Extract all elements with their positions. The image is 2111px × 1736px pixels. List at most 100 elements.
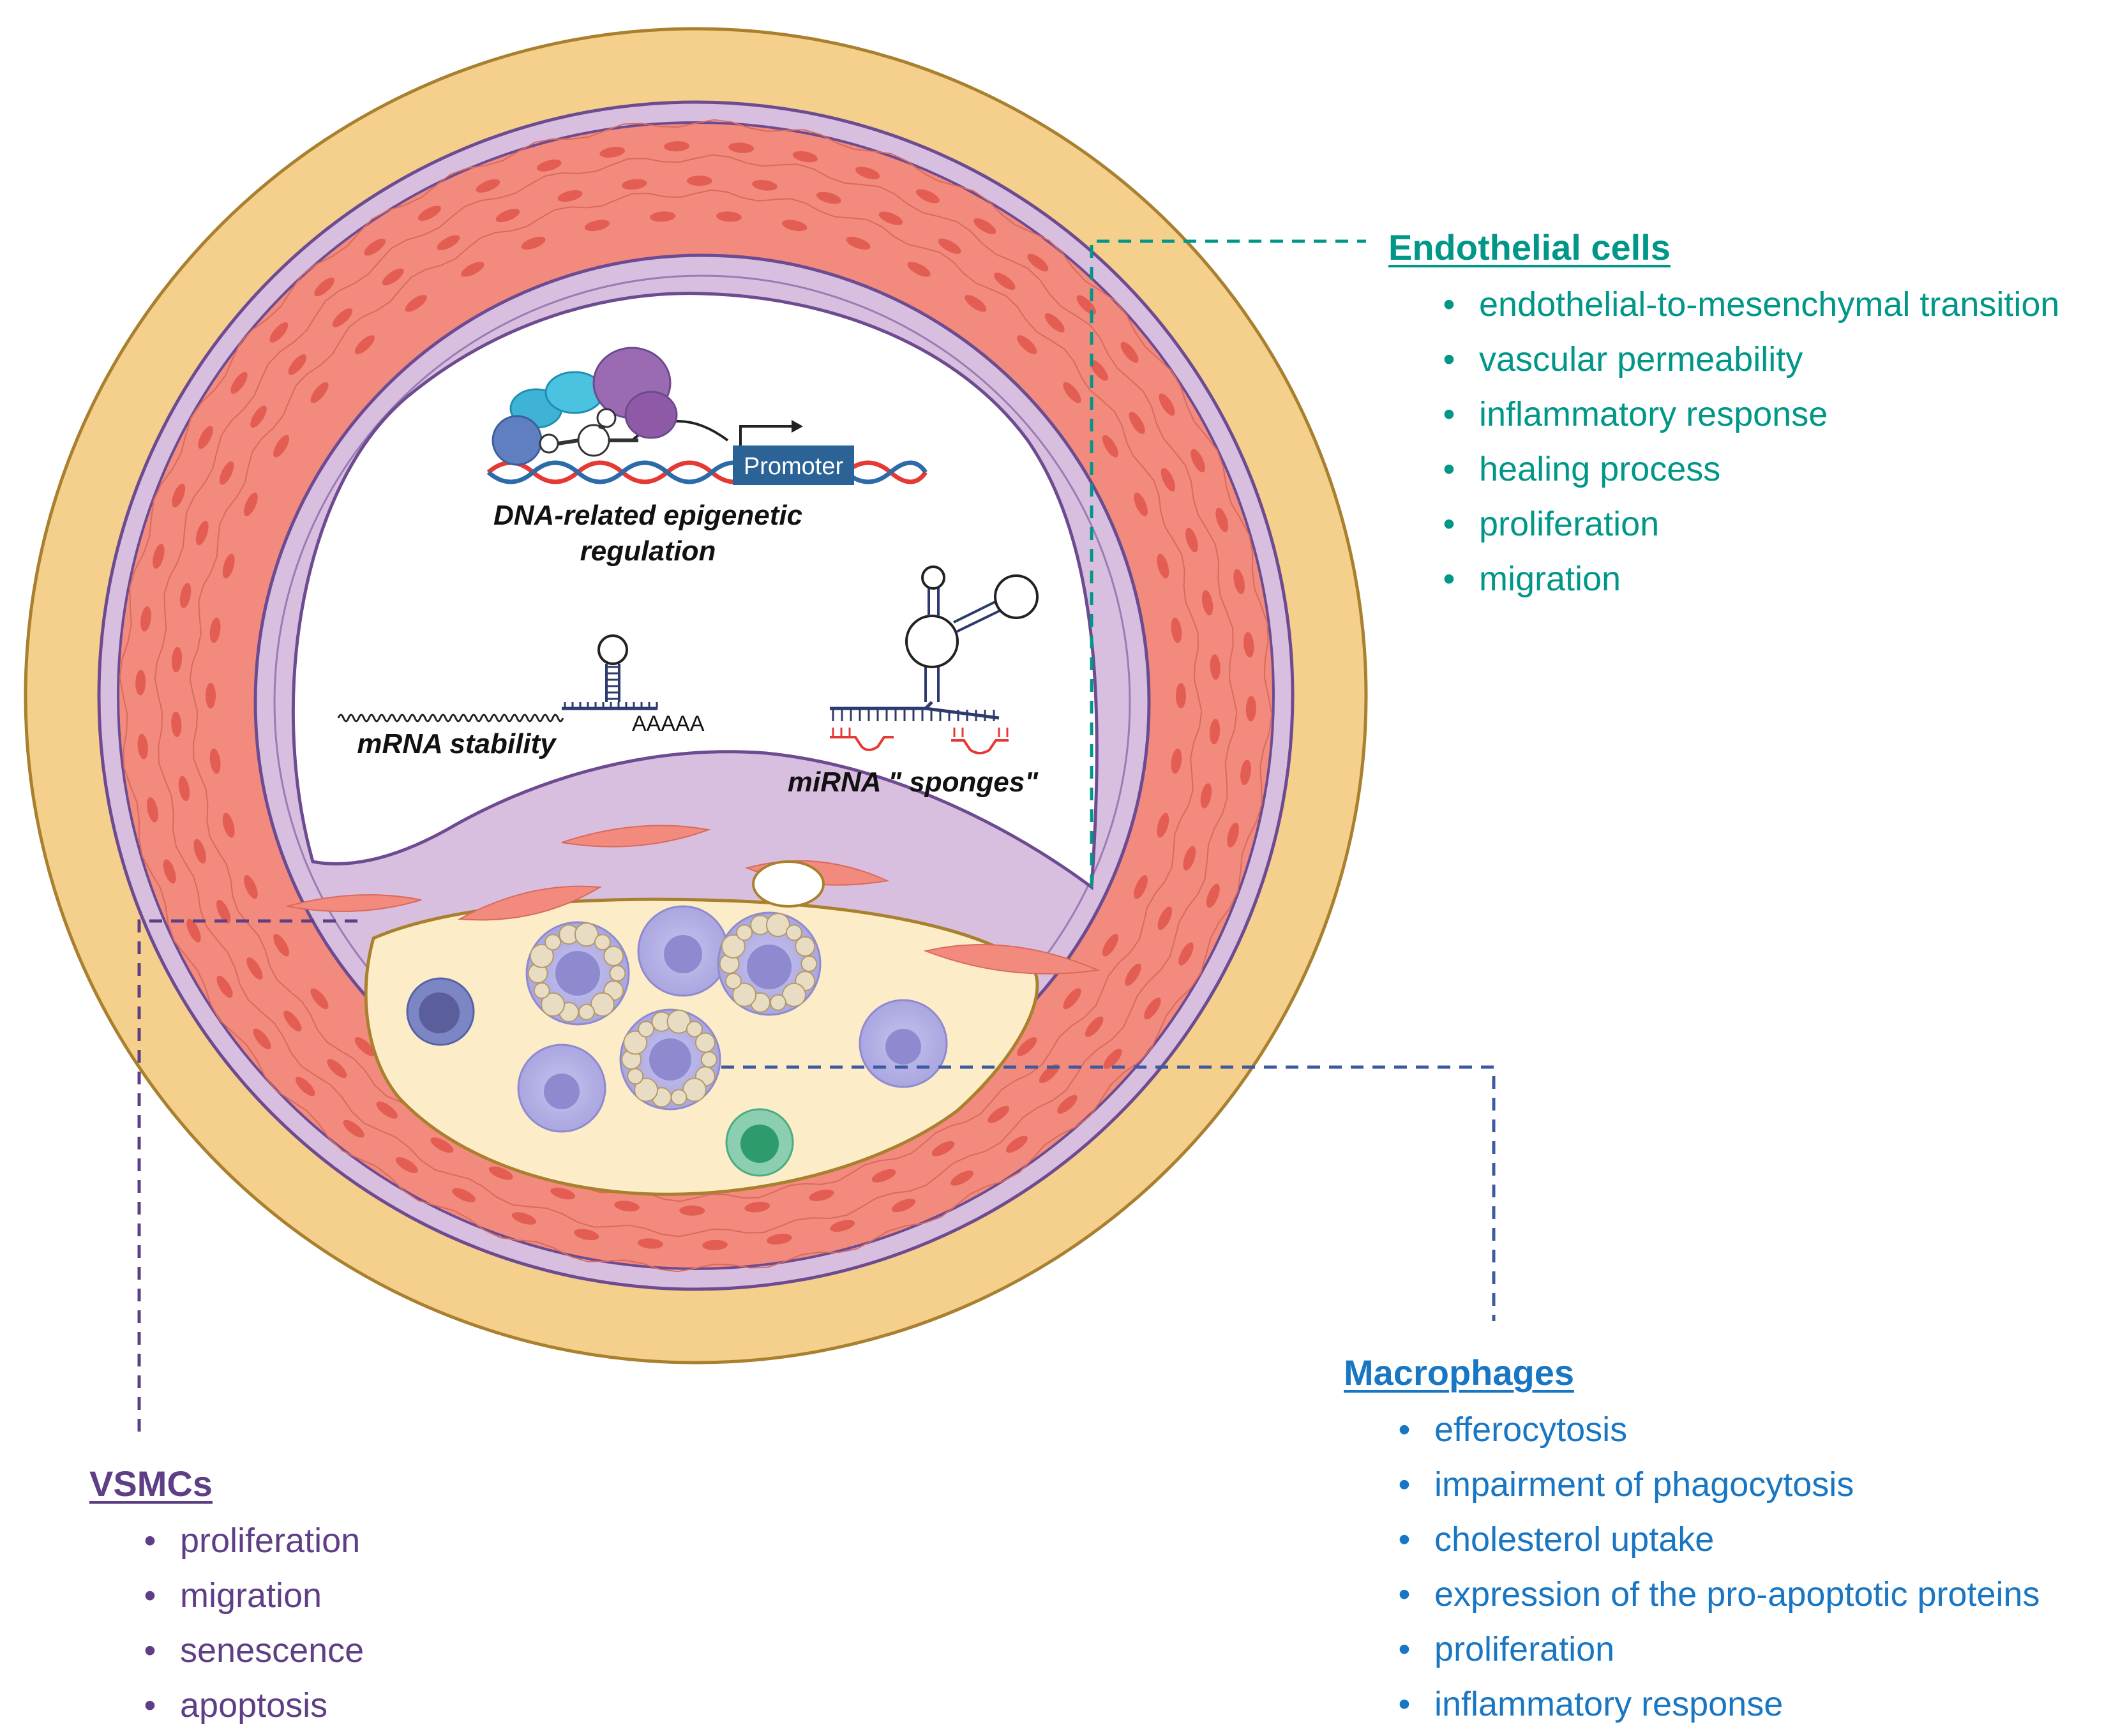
- cell-nucleus: [752, 179, 778, 191]
- cell-nucleus: [1183, 846, 1196, 871]
- lipid-droplet: [627, 1068, 644, 1085]
- cell-nucleus: [1027, 253, 1049, 272]
- cell-nucleus: [1090, 359, 1108, 381]
- mirna-sponge-structure: [830, 565, 1039, 754]
- cell-nucleus: [891, 1199, 916, 1213]
- list-item: inflammatory response: [1382, 1677, 2040, 1732]
- cell-nucleus: [283, 1010, 302, 1032]
- list-item: efferocytosis: [1382, 1402, 2040, 1457]
- dna-label-line2: regulation: [580, 535, 716, 567]
- cell-nucleus: [354, 335, 375, 354]
- lipid-droplet: [670, 1089, 687, 1106]
- macrophage: [637, 905, 729, 997]
- list-item: endothelial-to-mesenchymal transition: [1427, 277, 2059, 332]
- cell-nucleus: [728, 142, 755, 153]
- cell-nucleus: [253, 1028, 271, 1050]
- cell-nucleus: [1176, 683, 1186, 708]
- cell-nucleus: [1206, 883, 1220, 908]
- cell-nucleus: [1210, 654, 1221, 680]
- lipid-droplet: [695, 1032, 716, 1053]
- lipid-droplet: [533, 982, 550, 999]
- cell-nucleus: [246, 957, 263, 980]
- endothelial-panel: Endothelial cells endothelial-to-mesench…: [1388, 227, 2059, 606]
- lipid-droplet: [609, 965, 626, 982]
- cell-nucleus: [816, 191, 841, 204]
- dna-label-line1: DNA-related epigenetic: [493, 500, 802, 531]
- cell-nucleus: [1063, 988, 1081, 1010]
- list-item: inflammatory response: [1427, 387, 2059, 442]
- cell-nucleus: [1057, 1095, 1078, 1114]
- cell-nucleus: [209, 617, 221, 643]
- cell-nucleus: [584, 220, 610, 232]
- cell-nucleus: [1227, 822, 1239, 848]
- cell-nucleus: [310, 988, 329, 1010]
- cell-nucleus: [878, 211, 903, 225]
- cell-nucleus: [153, 544, 165, 569]
- transcription-arrowhead: [792, 420, 803, 433]
- cell-nucleus: [950, 1171, 974, 1186]
- macrophages-panel: Macrophages efferocytosis impairment of …: [1344, 1352, 2040, 1732]
- endothelial-cells: [287, 825, 1101, 975]
- cell-nucleus: [476, 179, 500, 193]
- cell-nucleus: [216, 975, 233, 998]
- cell-nucleus: [1039, 1064, 1060, 1083]
- cell-nucleus: [907, 262, 931, 277]
- lipid-droplets: [527, 913, 818, 1108]
- lipid-droplet: [623, 1030, 648, 1055]
- cell-nucleus: [1085, 1016, 1104, 1037]
- cell-nucleus: [988, 1105, 1010, 1123]
- cell-nucleus: [1134, 492, 1148, 516]
- list-item: migration: [128, 1568, 364, 1623]
- cell-nucleus: [332, 308, 353, 327]
- cell-nucleus: [1178, 942, 1194, 966]
- cell-nucleus: [405, 295, 427, 312]
- macrophage-leader-line: [721, 1065, 1496, 1321]
- cell-nucleus: [1201, 590, 1213, 616]
- cell-nucleus: [994, 273, 1016, 290]
- cell-nucleus: [1171, 617, 1182, 643]
- cell-nucleus: [1144, 998, 1161, 1020]
- cell-nucleus: [135, 670, 146, 696]
- list-item: proliferation: [1427, 497, 2059, 551]
- cell-border: [154, 154, 1238, 1238]
- cell-nucleus: [550, 1187, 576, 1200]
- lipid-droplet: [700, 1051, 717, 1068]
- list-item: healing process: [1427, 442, 2059, 497]
- macrophage: [859, 999, 948, 1088]
- cell-nucleus: [1233, 569, 1245, 594]
- cell-nucleus: [679, 1205, 705, 1216]
- cell-nucleus: [364, 238, 386, 256]
- cell-nucleus: [1161, 468, 1175, 492]
- cell-nucleus: [206, 683, 216, 708]
- cell-nucleus: [244, 492, 258, 516]
- list-item: cholesterol uptake: [1382, 1512, 2040, 1567]
- lipid-droplet: [666, 1009, 691, 1034]
- lipid-droplet: [578, 1003, 595, 1021]
- lipid-droplet: [781, 982, 806, 1007]
- lipid-droplet: [590, 992, 615, 1017]
- lipid-droplet: [736, 924, 753, 941]
- cell-nucleus: [599, 147, 626, 158]
- cell-nucleus: [1243, 632, 1254, 658]
- mrna-strand: [337, 634, 658, 722]
- cell-nucleus: [250, 405, 267, 428]
- cell-nucleus: [244, 875, 258, 899]
- epigenetic-protein-complex: [492, 347, 678, 466]
- macrophages-title: Macrophages: [1344, 1352, 1574, 1393]
- cell-nucleus: [1157, 906, 1173, 931]
- cell-nucleus: [1125, 963, 1141, 986]
- cell-nucleus: [430, 1137, 454, 1153]
- cell-nucleus: [209, 748, 221, 774]
- cell-nucleus: [1159, 393, 1175, 416]
- cell-nucleus: [536, 159, 562, 172]
- cell-nucleus: [219, 461, 234, 485]
- cell-nucleus: [273, 435, 290, 458]
- cell-nucleus: [452, 1188, 476, 1202]
- cell-nucleus: [1240, 760, 1251, 786]
- cell-nucleus: [1215, 507, 1229, 532]
- cell-nucleus: [915, 189, 940, 204]
- list-item: senescence: [128, 1623, 364, 1678]
- cell-nucleus: [495, 209, 520, 223]
- promoter-box: [733, 445, 854, 485]
- cell-nucleus: [1120, 341, 1139, 363]
